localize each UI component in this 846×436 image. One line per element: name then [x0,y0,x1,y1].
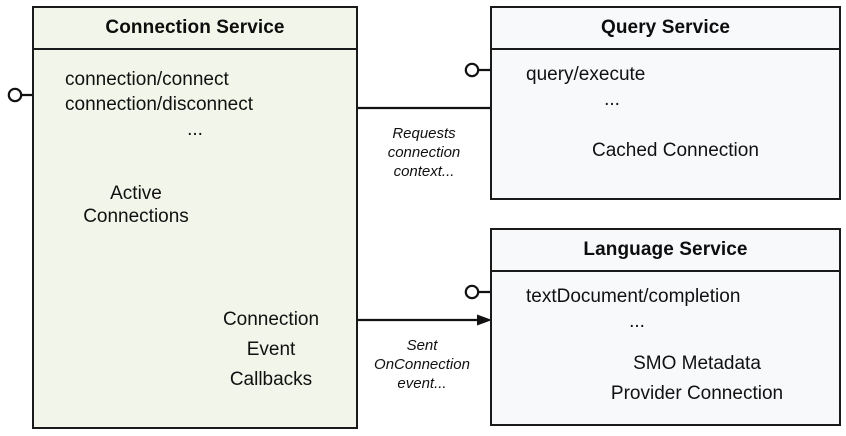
connector-query-to-connection-label: Requests connection context... [365,124,483,181]
connection-event-callbacks-label-line2: Event [246,339,296,360]
language-service-body: textDocument/completion ... SMO Metadata… [492,272,839,424]
connection-service-ellipsis: ... [187,119,203,140]
component-query-service[interactable]: Query Service query/execute ... Cached C… [490,6,841,200]
active-connections-label-line1: Active [110,183,162,204]
connector-label-line2: OnConnection [374,356,470,373]
connector-connection-to-language-arrow [340,314,492,326]
smo-metadata-label-line1: SMO Metadata [633,353,761,374]
connector-connection-to-language-label: Sent OnConnection event... [358,336,486,393]
connector-label-line3: context... [393,163,455,180]
connection-service-body: connection/connect connection/disconnect… [34,50,356,427]
active-connections-label-line2: Connections [83,206,189,227]
connector-query-to-connection-arrow [338,102,490,114]
connector-label-line2: connection [387,144,461,161]
connector-label-line1: Requests [392,125,456,142]
cached-connection-label: Cached Connection [592,140,759,161]
smo-metadata-label-line2: Provider Connection [610,383,784,404]
connector-label-line1: Sent [406,337,438,354]
connection-service-title: Connection Service [34,8,356,50]
language-service-title: Language Service [492,230,839,272]
query-service-ellipsis: ... [604,89,620,110]
connection-service-interface-0[interactable]: connection/connect [65,69,229,90]
component-language-service[interactable]: Language Service textDocument/completion… [490,228,841,426]
query-service-interface-0[interactable]: query/execute [526,64,646,85]
connector-label-line3: event... [397,375,447,392]
query-service-body: query/execute ... Cached Connection [492,50,839,198]
connection-service-interface-1[interactable]: connection/disconnect [65,94,254,115]
connection-event-callbacks-label-line1: Connection [222,309,320,330]
query-service-title: Query Service [492,8,839,50]
language-service-interface-0[interactable]: textDocument/completion [526,286,741,307]
connection-event-callbacks-label-line3: Callbacks [229,369,313,390]
component-connection-service[interactable]: Connection Service connection/connect co… [32,6,358,429]
language-service-ellipsis: ... [629,311,645,332]
